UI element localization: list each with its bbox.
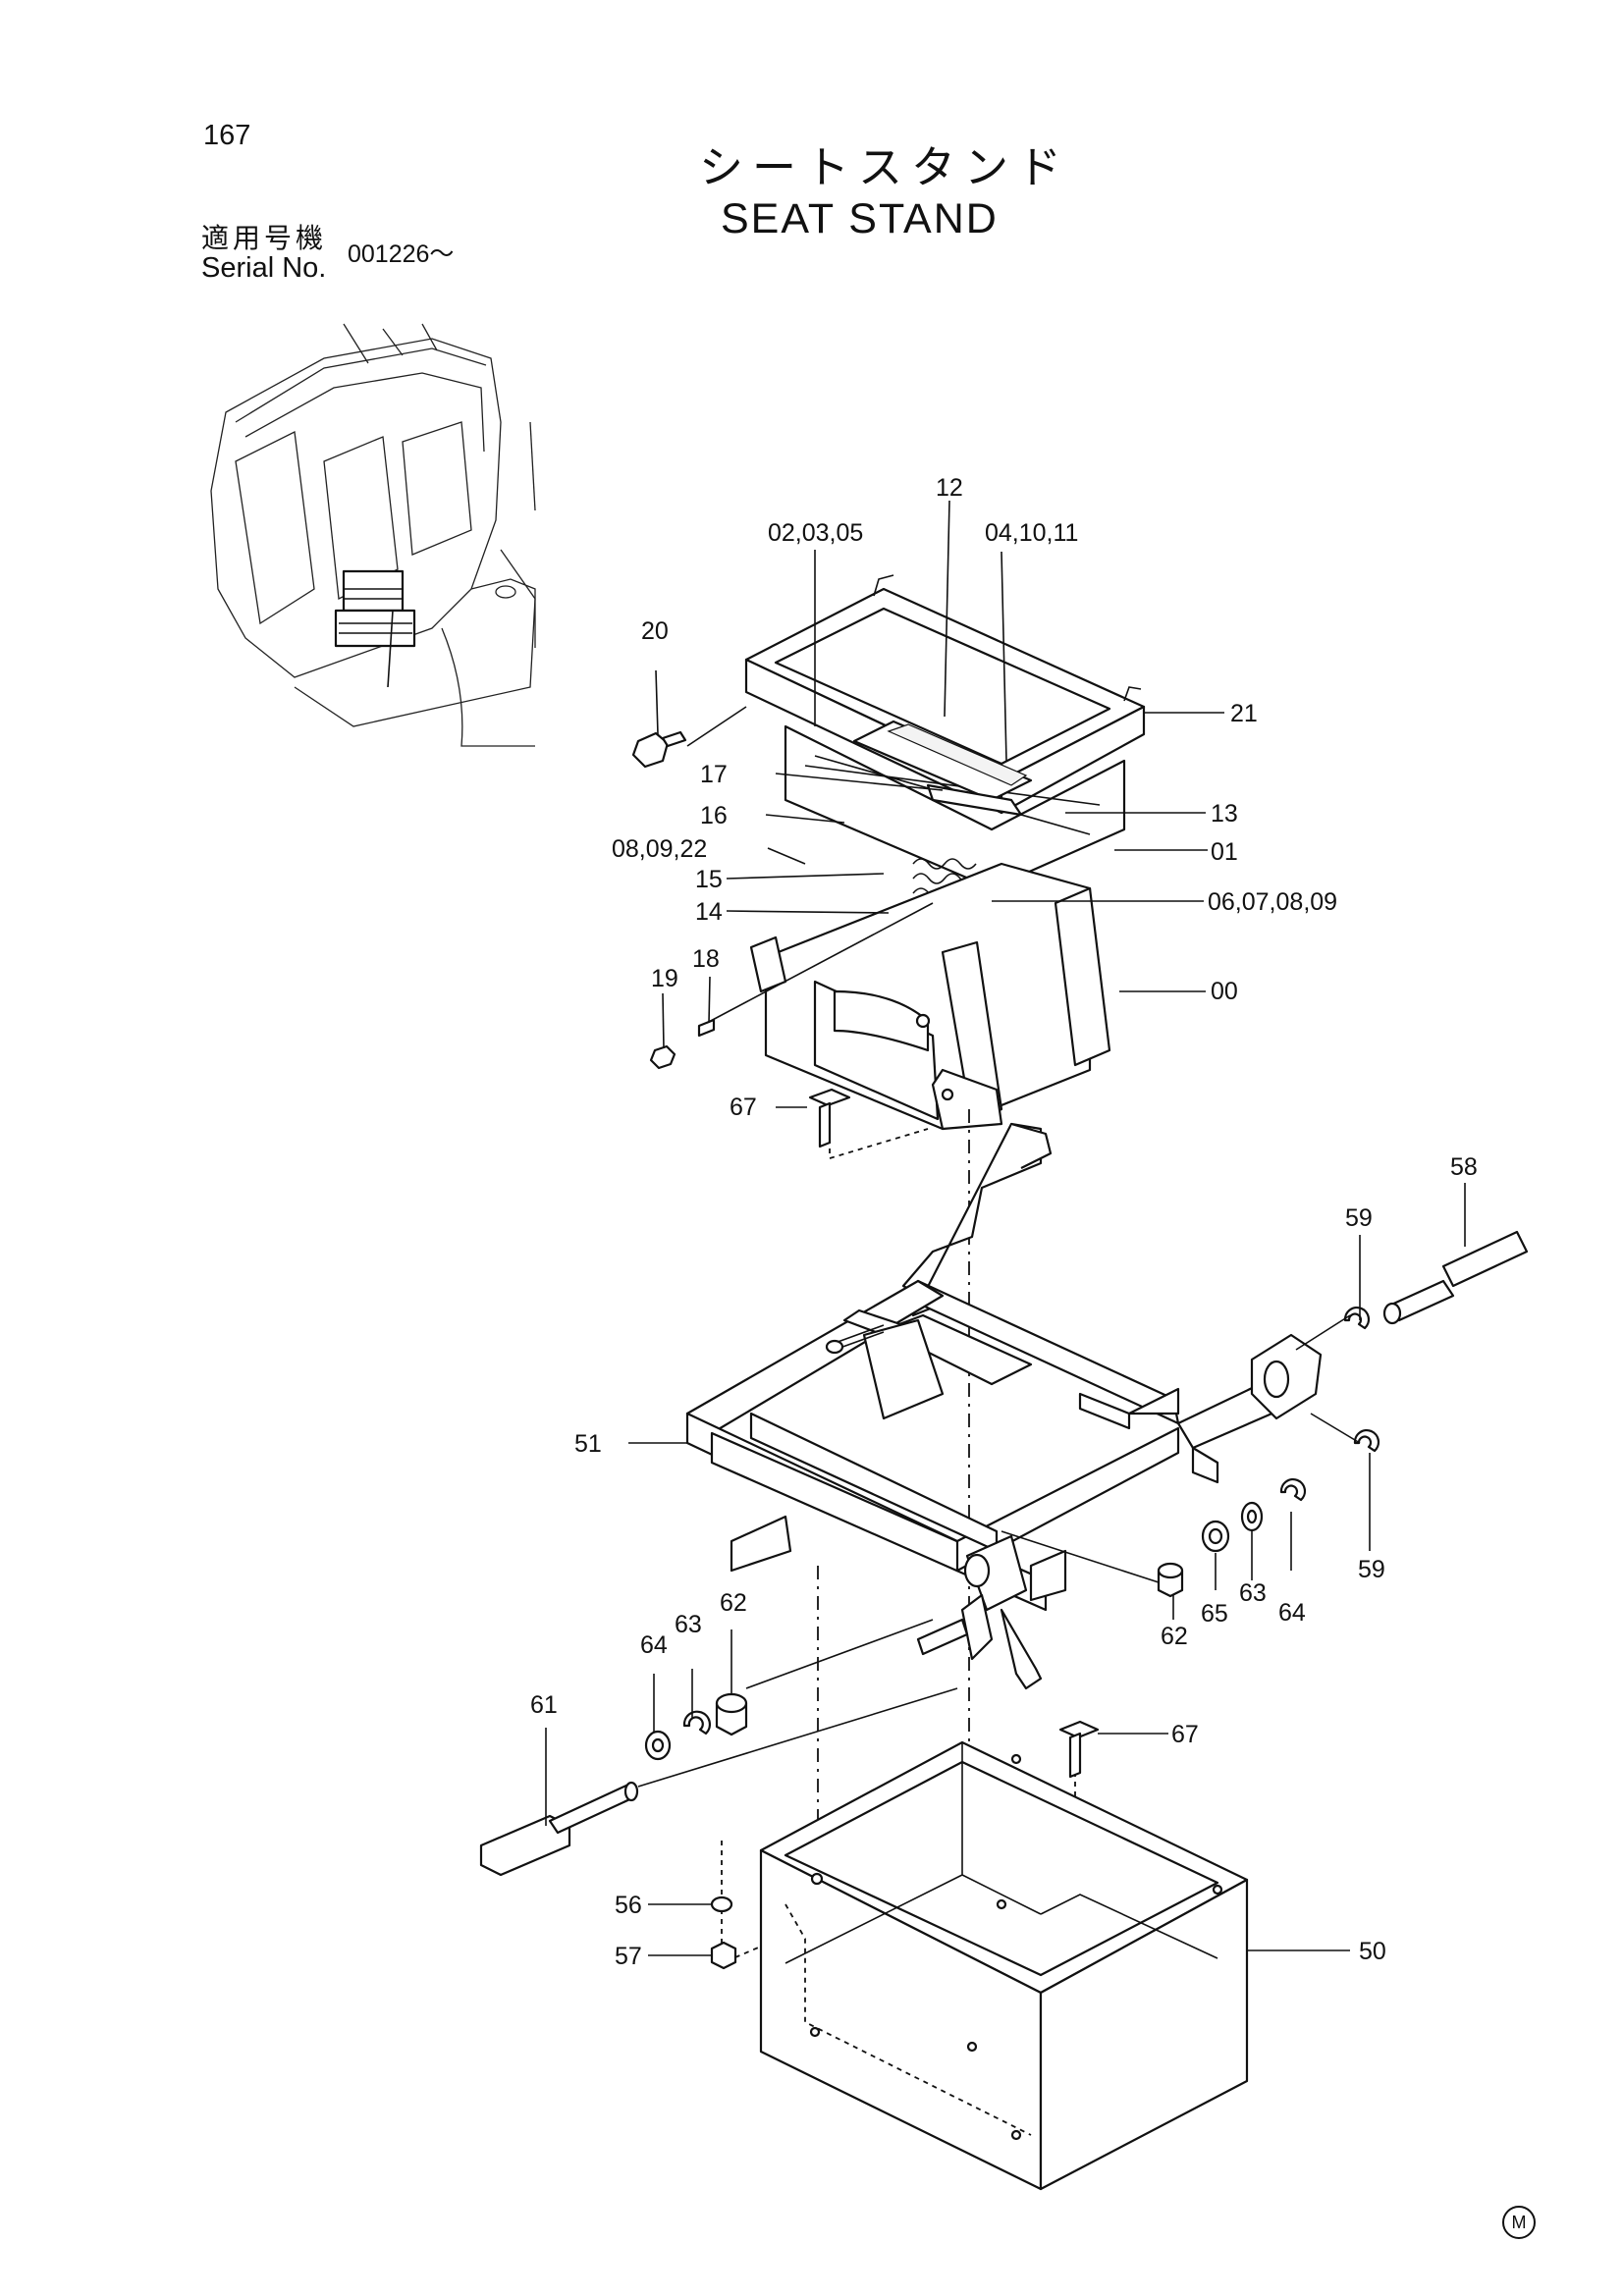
seat-suspension-assembly — [631, 574, 1146, 1148]
label-59-lower: 59 — [1358, 1556, 1385, 1583]
label-59-upper: 59 — [1345, 1204, 1373, 1232]
label-02-03-05: 02,03,05 — [768, 519, 863, 547]
leader-lines-upper — [655, 500, 1224, 1108]
label-62-left: 62 — [720, 1589, 747, 1617]
label-06-07-08-09: 06,07,08,09 — [1208, 888, 1337, 916]
label-62-right: 62 — [1161, 1623, 1188, 1650]
label-01: 01 — [1211, 838, 1238, 866]
part-labels: 12 02,03,05 04,10,11 20 21 17 13 16 08,0… — [530, 474, 1478, 1970]
label-16: 16 — [700, 802, 728, 829]
label-51: 51 — [574, 1430, 602, 1458]
serial-label-english: Serial No. — [201, 252, 327, 284]
label-64-right: 64 — [1278, 1599, 1306, 1627]
label-57: 57 — [615, 1943, 642, 1970]
label-19: 19 — [651, 965, 678, 992]
title-japanese: シートスタンド — [699, 142, 1071, 192]
small-parts — [479, 1230, 1529, 1970]
label-21: 21 — [1230, 700, 1258, 727]
label-63-left: 63 — [675, 1611, 702, 1638]
label-65: 65 — [1201, 1600, 1228, 1628]
label-64-left: 64 — [640, 1631, 668, 1659]
label-13: 13 — [1211, 800, 1238, 828]
label-56: 56 — [615, 1892, 642, 1919]
label-18: 18 — [692, 945, 720, 973]
label-12: 12 — [936, 474, 963, 502]
label-00: 00 — [1211, 978, 1238, 1005]
label-67-upper: 67 — [730, 1094, 757, 1121]
label-20: 20 — [641, 617, 669, 645]
label-04-10-11: 04,10,11 — [985, 519, 1078, 547]
pedestal-box — [759, 1740, 1249, 2191]
label-15: 15 — [695, 866, 723, 893]
serial-label-japanese: 適用号機 — [201, 223, 328, 253]
cab-seat-highlight — [334, 569, 416, 688]
label-08-09-22: 08,09,22 — [612, 835, 707, 863]
title-english: SEAT STAND — [721, 195, 999, 242]
label-61: 61 — [530, 1691, 558, 1719]
page-number: 167 — [203, 120, 251, 151]
m-circle-mark: M — [1502, 2206, 1536, 2239]
label-50: 50 — [1359, 1938, 1386, 1965]
label-14: 14 — [695, 898, 723, 926]
leader-lines-lower — [545, 1183, 1466, 1956]
serial-number-value: 001226～ — [348, 240, 455, 268]
label-63-right: 63 — [1239, 1579, 1267, 1607]
sub-frame — [685, 1122, 1323, 1690]
label-67-lower: 67 — [1171, 1721, 1199, 1748]
machine-cab-thumbnail — [210, 323, 536, 747]
label-58: 58 — [1450, 1153, 1478, 1181]
label-17: 17 — [700, 761, 728, 788]
